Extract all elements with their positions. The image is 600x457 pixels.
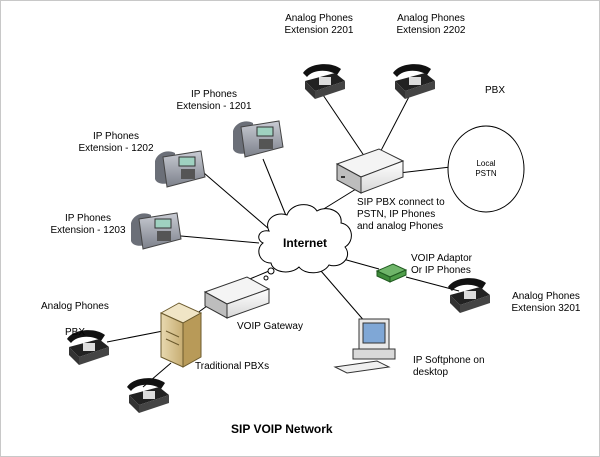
label-analog-2202: Analog Phones Extension 2202 — [396, 13, 466, 36]
voip-adaptor-device — [375, 263, 408, 283]
desktop-computer — [333, 318, 396, 374]
traditional-pbx-tower — [159, 302, 203, 368]
analog-phone-2202 — [393, 64, 435, 99]
internet-cloud — [258, 204, 352, 281]
label-local-pstn: Local PSTN — [475, 159, 497, 178]
ip-phone-1203 — [131, 212, 182, 250]
label-traditional-pbxs: Traditional PBXs — [195, 361, 270, 372]
label-ip-1202: IP Phones Extension - 1202 — [78, 131, 154, 154]
analog-phone-2201 — [303, 64, 345, 99]
analog-phone-left-2 — [127, 378, 169, 413]
diagram-title: SIP VOIP Network — [231, 422, 333, 436]
voip-gateway-device — [203, 276, 271, 319]
label-softphone: IP Softphone on desktop — [413, 355, 485, 378]
sip-pbx-device — [335, 148, 405, 194]
label-ip-1203: IP Phones Extension - 1203 — [50, 213, 126, 236]
label-pbx: PBX — [485, 85, 506, 96]
label-analog-phones-left: Analog Phones — [41, 301, 109, 312]
link-internet-ip-1203 — [180, 235, 260, 244]
label-voip-gateway: VOIP Gateway — [237, 321, 303, 332]
label-analog-3201: Analog Phones Extension 3201 — [511, 291, 581, 314]
link-internet-ip-1202 — [203, 172, 270, 230]
label-internet: Internet — [283, 236, 328, 250]
label-ip-1201: IP Phones Extension - 1201 — [176, 89, 252, 112]
label-voip-adaptor: VOIP Adaptor Or IP Phones — [411, 253, 472, 276]
link-internet-ip-1201 — [262, 158, 290, 224]
analog-phone-3201 — [448, 278, 490, 313]
link-pbx-analog-left-1 — [106, 330, 164, 343]
analog-phone-left-1 — [67, 330, 109, 365]
ip-phone-1202 — [155, 150, 206, 188]
local-pstn-cloud — [447, 125, 525, 213]
label-pbx-left: PBX — [65, 327, 86, 338]
ip-phone-1201 — [233, 120, 284, 158]
label-sip-pbx: SIP PBX connect to PSTN, IP Phones and a… — [357, 197, 445, 232]
link-internet-adaptor — [342, 258, 380, 270]
label-analog-2201: Analog Phones Extension 2201 — [284, 13, 354, 36]
